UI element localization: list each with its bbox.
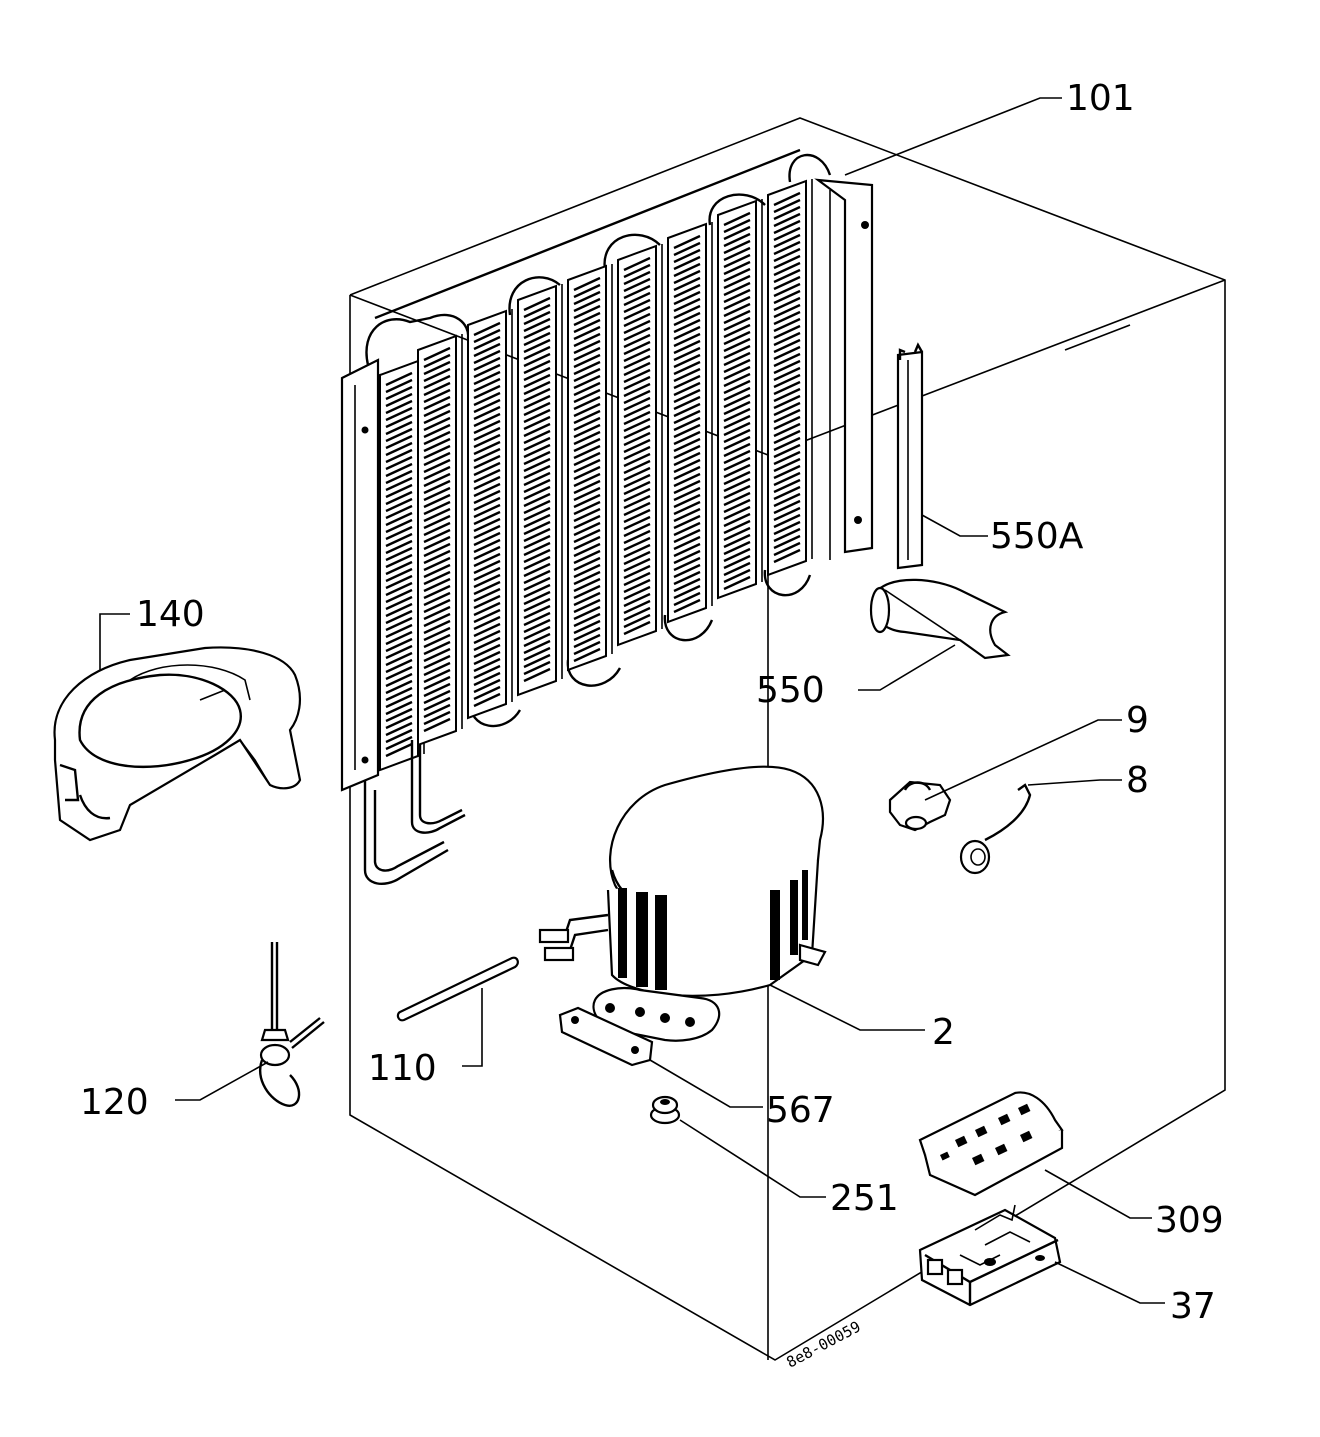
- callout-567: 567: [766, 1090, 835, 1131]
- compressor-2: [538, 765, 827, 1042]
- callout-550: 550: [756, 670, 825, 711]
- callout-2: 2: [932, 1012, 955, 1053]
- condenser-101: [340, 148, 874, 886]
- drier-120: [259, 942, 325, 1107]
- drip-tray-140: [53, 646, 302, 842]
- callout-120: 120: [80, 1082, 149, 1123]
- callout-8: 8: [1126, 760, 1149, 801]
- callout-9: 9: [1126, 700, 1149, 741]
- rod-110: [396, 956, 519, 1022]
- drawing-code: 8e8-00059: [783, 1317, 863, 1371]
- callout-140: 140: [136, 594, 205, 635]
- terminal-box-37: [918, 1204, 1062, 1307]
- relay-cover-309: [918, 1091, 1064, 1197]
- leader-lines: [99, 97, 1165, 1304]
- overload-9: [888, 780, 952, 832]
- clamp-550: [869, 578, 1011, 660]
- callout-251: 251: [830, 1178, 899, 1219]
- callout-101: 101: [1066, 78, 1135, 119]
- callout-550a: 550A: [990, 516, 1084, 557]
- callout-110: 110: [368, 1048, 437, 1089]
- grommet-251: [649, 1095, 681, 1125]
- condenser-fins: [379, 179, 813, 772]
- relay-cap-8: [959, 783, 1032, 875]
- bracket-550a: [896, 342, 924, 570]
- callout-309: 309: [1155, 1200, 1224, 1241]
- callout-labels: 101 550A 550 140 9 8 2 110 120 567 251 3…: [80, 78, 1224, 1372]
- callout-37: 37: [1170, 1286, 1216, 1327]
